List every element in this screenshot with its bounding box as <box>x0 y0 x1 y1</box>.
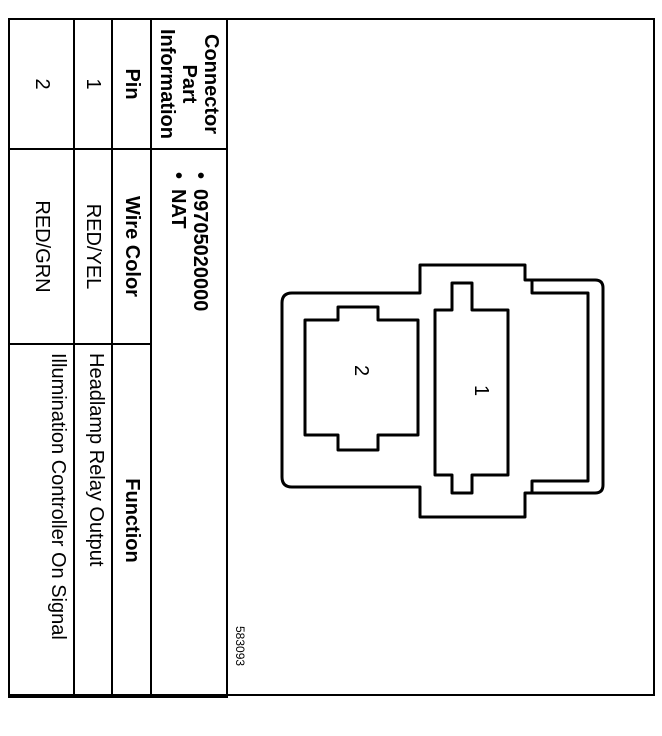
cavity-1 <box>433 281 510 495</box>
table-row: 1 RED/YEL Headlamp Relay Output <box>74 19 113 697</box>
pin-header: Pin <box>112 19 151 149</box>
part-number: 09705020000 <box>189 172 211 688</box>
wire-color-header: Wire Color <box>112 149 151 344</box>
function-cell: Illumination Controller On Signal <box>9 344 75 697</box>
part-number: NAT <box>167 172 189 688</box>
cavity-2 <box>303 305 420 452</box>
table-row: 2 RED/GRN Illumination Controller On Sig… <box>9 19 75 697</box>
cavity-label-2: 2 <box>350 365 372 376</box>
diagram-reference-id: 583093 <box>233 626 247 667</box>
function-header: Function <box>112 344 151 697</box>
pin-cell: 1 <box>74 19 113 149</box>
connector-sheet-frame <box>8 18 655 696</box>
connector-info-table: Connector Part Information 09705020000 N… <box>8 18 228 697</box>
connector-housing <box>280 263 605 519</box>
wire-color-cell: RED/YEL <box>74 149 113 344</box>
connector-end-view: 1 2 <box>280 263 605 519</box>
pin-cell: 2 <box>9 19 75 149</box>
wire-color-cell: RED/GRN <box>9 149 75 344</box>
connector-latch <box>530 281 590 492</box>
part-info-header: Connector Part Information <box>150 19 227 149</box>
part-numbers-cell: 09705020000 NAT <box>150 149 227 697</box>
cavity-label-1: 1 <box>470 385 492 396</box>
function-cell: Headlamp Relay Output <box>74 344 113 697</box>
